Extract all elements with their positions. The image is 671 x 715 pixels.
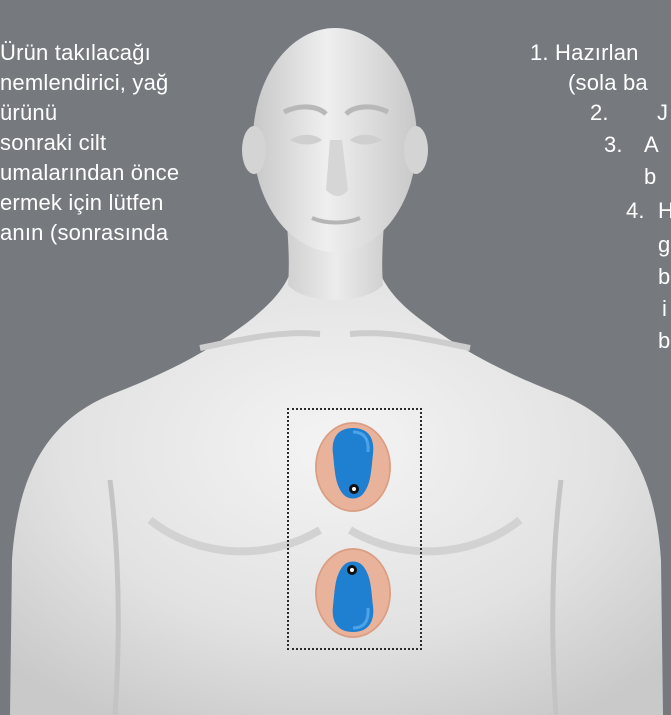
step-4-cont-1: g [658,230,670,260]
electrode-pad-icon [313,420,393,514]
step-1-line-1: 1. Hazırlan [530,38,639,68]
left-line-5: umalarından önce [0,158,252,188]
step-1-line-2: (sola ba [568,68,648,98]
right-instructions: 1. Hazırlan (sola ba 2. J 3. A b 4. H g … [530,38,671,438]
step-4-cont-2: b [658,262,670,292]
step-2-number: 2. [590,98,609,128]
step-4-number: 4. [626,196,645,226]
left-instructions: Ürün takılacağı nemlendirici, yağ ürünü … [0,38,252,298]
electrode-pad-icon [313,546,393,640]
step-2-text: J [657,98,668,128]
step-3-number: 3. [604,130,623,160]
left-line-1: Ürün takılacağı [0,38,252,68]
left-line-4: sonraki cilt [0,128,252,158]
left-line-2: nemlendirici, yağ [0,68,252,98]
left-line-3: ürünü [0,98,252,128]
left-line-7: anın (sonrasında [0,218,252,248]
step-3-text: A [644,130,659,160]
step-4-text: H [658,196,671,226]
step-4-cont-3: i [662,294,667,324]
step-3-cont: b [644,162,656,192]
step-4-cont-4: b [658,326,670,356]
left-line-6: ermek için lütfen [0,188,252,218]
